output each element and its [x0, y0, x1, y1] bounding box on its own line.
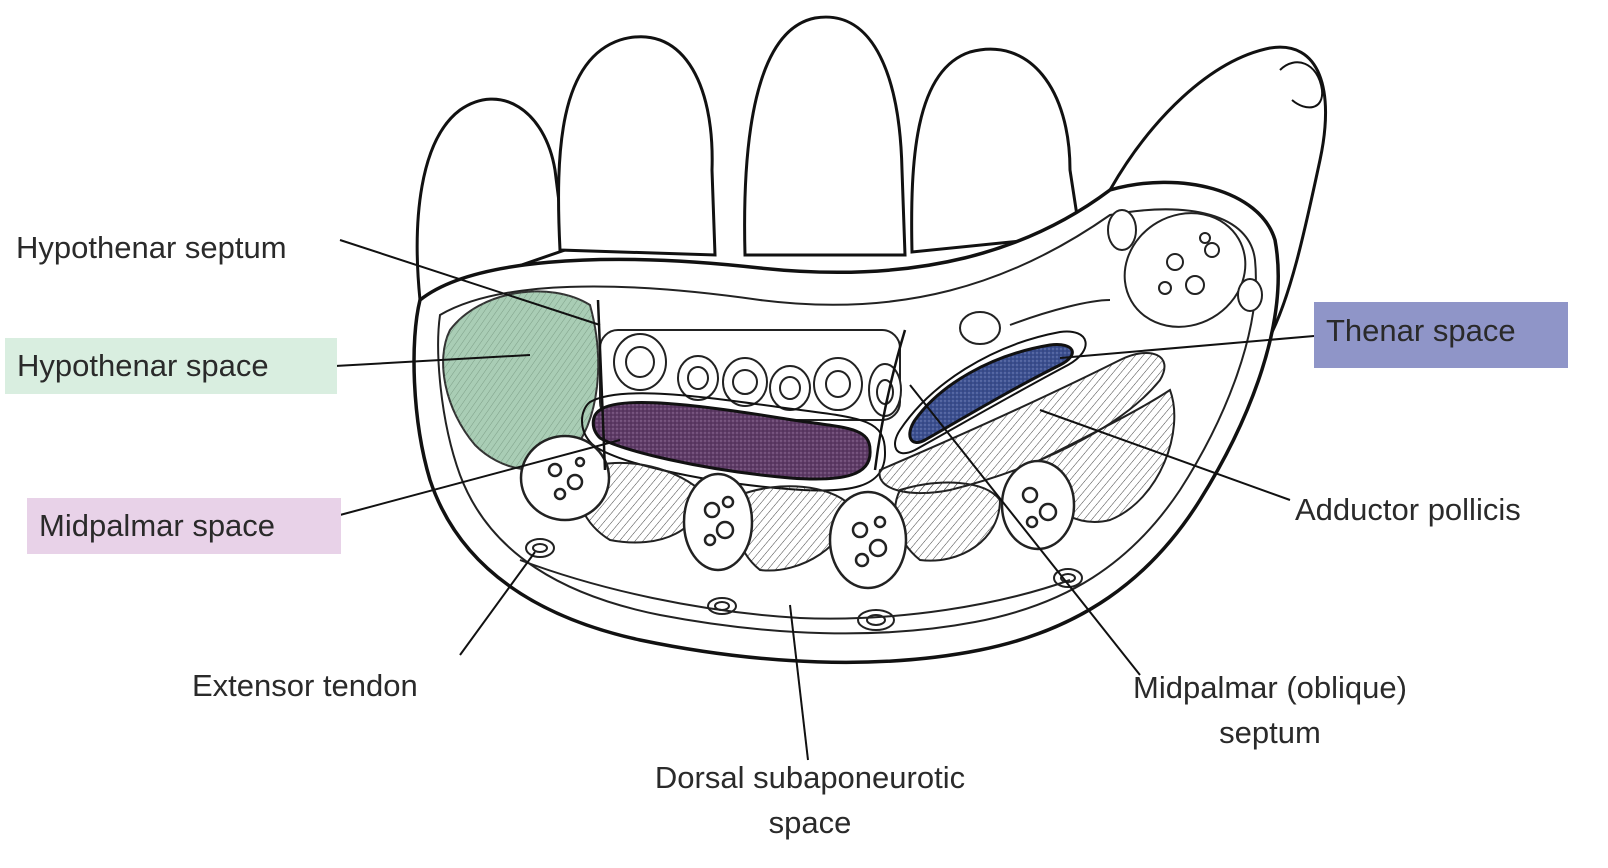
- label-dorsal-subaponeurotic-line1: Dorsal subaponeurotic: [600, 756, 1020, 801]
- label-midpalmar-space: Midpalmar space: [27, 498, 341, 554]
- label-adductor-pollicis: Adductor pollicis: [1295, 488, 1521, 533]
- index-finger: [912, 49, 1080, 252]
- label-midpalmar-oblique-septum-line2: septum: [1100, 711, 1440, 756]
- label-extensor-tendon: Extensor tendon: [192, 664, 418, 709]
- label-midpalmar-oblique-septum-line1: Midpalmar (oblique): [1100, 666, 1440, 711]
- label-thenar-space: Thenar space: [1314, 302, 1568, 368]
- label-midpalmar-oblique-septum: Midpalmar (oblique) septum: [1100, 666, 1440, 756]
- label-hypothenar-septum: Hypothenar septum: [16, 226, 287, 271]
- label-dorsal-subaponeurotic-space: Dorsal subaponeurotic space: [600, 756, 1020, 846]
- ring-finger: [559, 37, 715, 255]
- label-dorsal-subaponeurotic-line2: space: [600, 801, 1020, 846]
- middle-finger: [745, 17, 905, 255]
- label-hypothenar-space: Hypothenar space: [5, 338, 337, 394]
